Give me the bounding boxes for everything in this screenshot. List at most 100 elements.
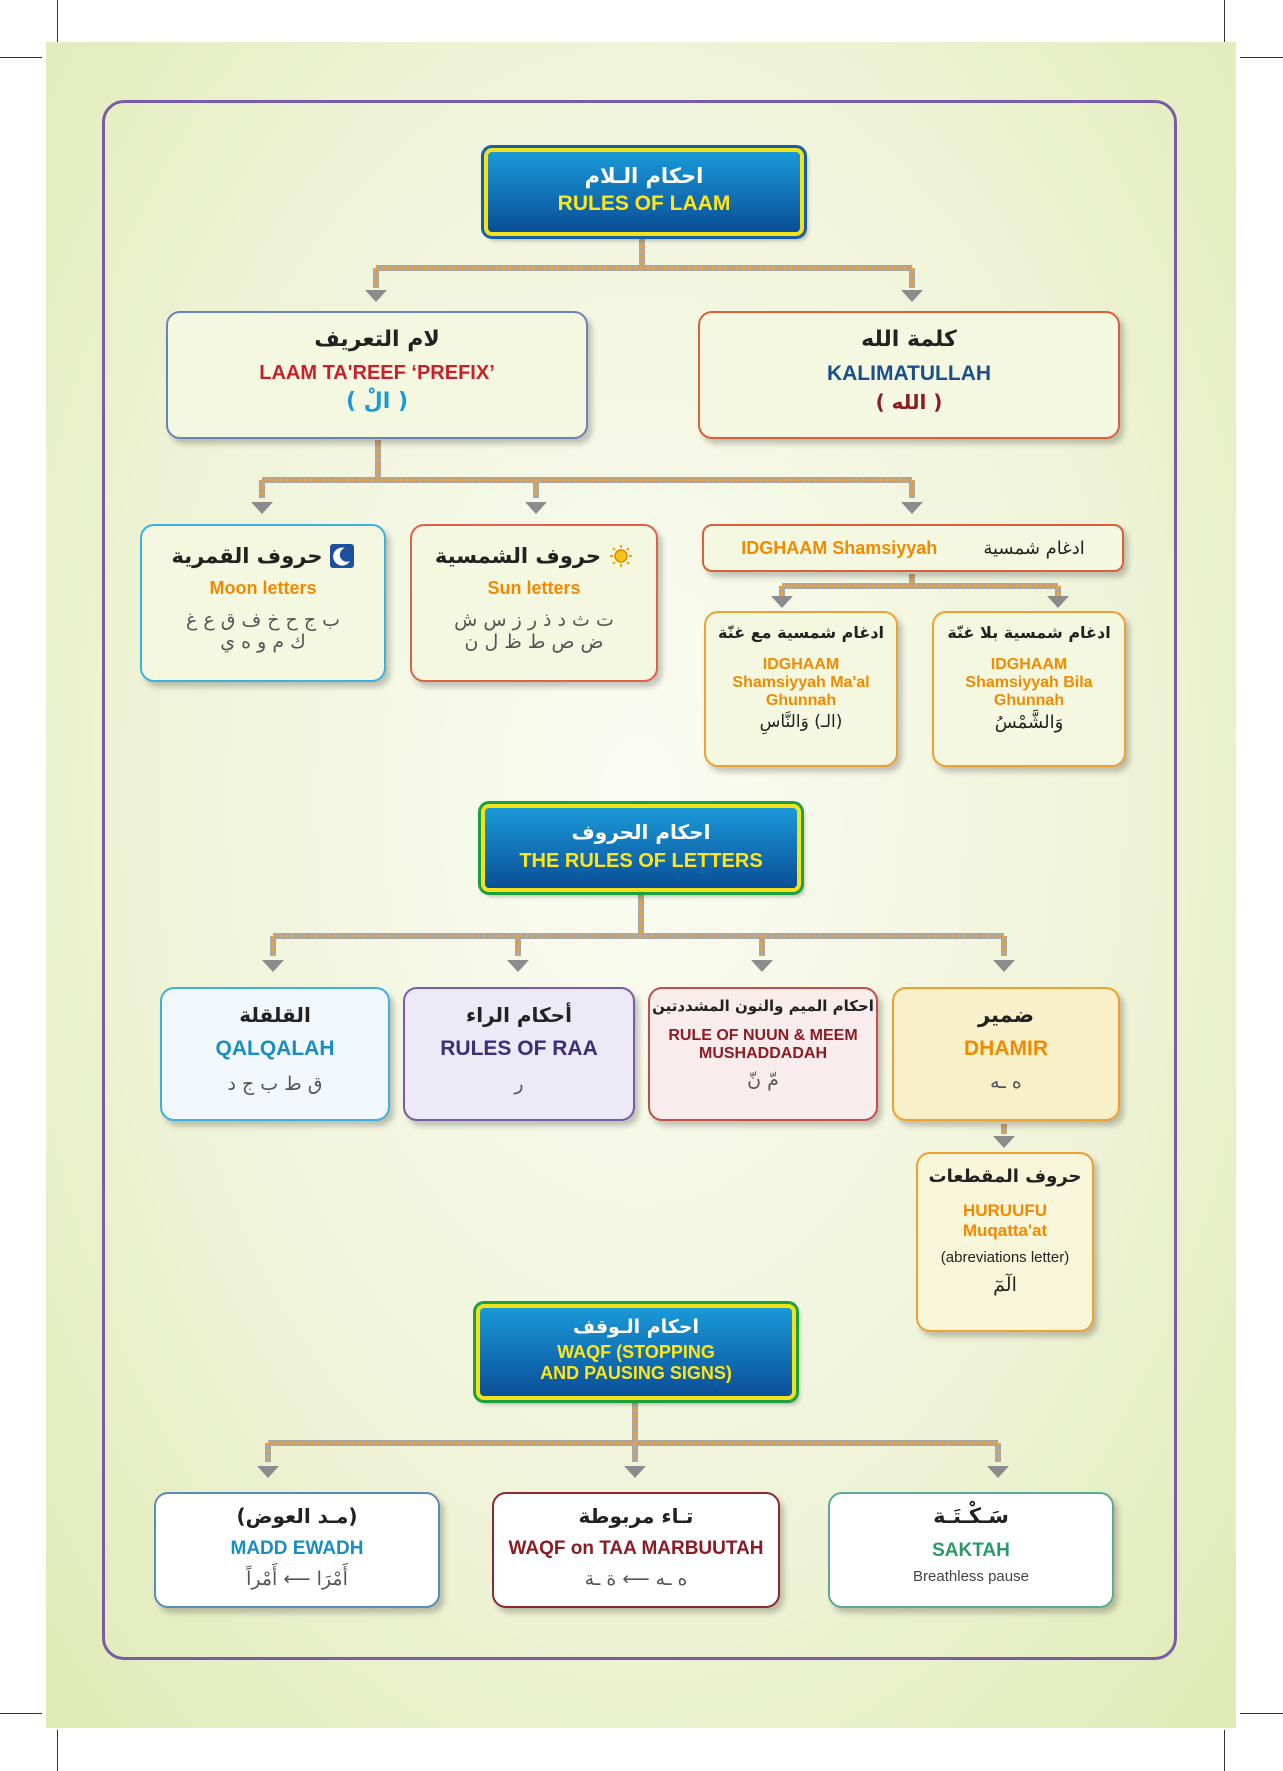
header-title-english: RULES OF LAAM [557,192,731,215]
header-title-english-line1: WAQF (STOPPING [557,1342,715,1362]
crop-mark [0,57,42,58]
node-madd-ewadh: (مـد العوض) MADD EWADH أَمْرَا ⟵ أَمْراً [154,1492,440,1608]
connector-arrow [771,596,793,608]
crop-mark [1240,57,1283,58]
node-title-english-line1: RULE OF NUUN & MEEM [668,1027,858,1044]
crop-mark [1240,1713,1283,1714]
node-title-english: QALQALAH [215,1037,335,1060]
connector-arrow [1047,596,1069,608]
node-title-arabic: أحكام الراء [466,1003,572,1027]
node-title-english-line2: Muqatta'at [962,1221,1048,1240]
node-example: ر [514,1073,524,1095]
node-title-arabic: القلقلة [239,1003,311,1027]
header-title-arabic: احكام الـلام [584,164,704,188]
connector-arrow [365,290,387,302]
connector-arrow [993,960,1015,972]
node-title-arabic: ادغام شمسية [983,537,1085,559]
header-title-english-line2: AND PAUSING SIGNS) [540,1363,732,1383]
node-title-arabic: ضمير [977,1003,1034,1027]
header-title-arabic: احكام الحروف [571,820,711,844]
node-title-english-line1: IDGHAAM [762,656,840,673]
node-example: ( الْ ) [345,389,409,414]
connector-arrow [901,502,923,514]
connector-arrow [624,1466,646,1478]
crop-mark [1224,0,1225,42]
node-title-arabic: حروف المقطعات [928,1166,1082,1187]
node-idghaam-shamsiyyah: IDGHAAM Shamsiyyah ادغام شمسية [702,524,1124,572]
node-example: (الـ) وَالنَّاسِ [759,712,843,732]
node-title-english-line1: IDGHAAM [990,656,1068,673]
node-title-english: Moon letters [209,578,317,598]
connector-arrow [525,502,547,514]
moon-icon [330,544,355,568]
node-title-english: IDGHAAM Shamsiyyah [741,537,938,558]
node-title-english-line1: HURUUFU [962,1201,1048,1220]
node-kalimatullah: كلمة الله KALIMATULLAH ( الله ) [698,311,1120,439]
node-title-english: Sun letters [487,578,581,598]
node-example-line2: ض ص ط ظ ل ن [464,631,604,653]
node-title-english: LAAM TA'REEF ‘PREFIX’ [259,362,495,384]
node-note: Breathless pause [913,1568,1029,1585]
node-qalqalah: القلقلة QALQALAH ق ط ب ج د [160,987,390,1121]
node-saktah: سَـكْـتَـة SAKTAH Breathless pause [828,1492,1114,1608]
node-title-english: WAQF on TAA MARBUUTAH [508,1538,764,1559]
connector-arrow [751,960,773,972]
connector-arrow [507,960,529,972]
node-idghaam-maal-ghunnah: ادغام شمسية مع غنّة IDGHAAM Shamsiyyah M… [704,611,898,767]
node-example: مّ نّ [747,1069,779,1091]
header-title-english: THE RULES OF LETTERS [519,850,763,872]
node-title-english-line2: MUSHADDADAH [699,1045,827,1062]
connector-arrow [262,960,284,972]
node-title-arabic: (مـد العوض) [236,1504,358,1528]
crop-mark [0,1713,42,1714]
node-title-arabic: حروف القمرية [171,544,323,568]
sun-icon [609,544,633,568]
node-laam-tareef: لام التعريف LAAM TA'REEF ‘PREFIX’ ( الْ … [166,311,588,439]
node-waqf-taa-marbuutah: تـاء مربوطة WAQF on TAA MARBUUTAH ه ـه ⟵… [492,1492,780,1608]
crop-mark [57,1730,58,1771]
node-example: أَمْرَا ⟵ أَمْراً [246,1568,348,1590]
node-title-arabic: حروف الشمسية [434,544,602,568]
node-rules-of-raa: أحكام الراء RULES OF RAA ر [403,987,635,1121]
node-title-english: KALIMATULLAH [826,362,992,385]
node-title-english: RULES OF RAA [440,1037,598,1060]
node-dhamir: ضمير DHAMIR ه ـه [892,987,1120,1121]
node-title-arabic: لام التعريف [314,327,440,352]
node-title-english-line2: Shamsiyyah Ma'al [732,674,870,691]
node-title-english: DHAMIR [964,1037,1048,1060]
connector-arrow [901,290,923,302]
node-example: ه ـه ⟵ ة ـة [584,1568,688,1590]
connector-arrow [993,1136,1015,1148]
node-idghaam-bila-ghunnah: ادغام شمسية بلا غنّة IDGHAAM Shamsiyyah … [932,611,1126,767]
node-example-line1: ب ج ح خ ف ق ع غ [185,609,341,631]
node-example-line2: ك م و ه ي [220,631,306,653]
node-title-arabic: كلمة الله [861,327,957,352]
header-rules-of-letters: احكام الحروف THE RULES OF LETTERS [478,801,804,895]
connector-arrow [257,1466,279,1478]
node-example: ه ـه [990,1071,1022,1093]
node-title-arabic: ادغام شمسية بلا غنّة [947,623,1111,642]
node-moon-letters: حروف القمرية Moon letters ب ج ح خ ف ق ع … [140,524,386,682]
node-sun-letters: حروف الشمسية Sun letters ت ث د ذ ر ز س ش… [410,524,658,682]
node-example: ق ط ب ج د [227,1073,323,1095]
node-example: الٓمٓ [993,1274,1017,1296]
node-title-english: MADD EWADH [230,1538,364,1559]
header-title-arabic: احكام الـوقف [572,1316,700,1338]
crop-mark [57,0,58,42]
header-waqf: احكام الـوقف WAQF (STOPPING AND PAUSING … [473,1301,799,1403]
content-frame [102,100,1177,1660]
node-example: ( الله ) [875,390,943,414]
crop-mark [1224,1730,1225,1771]
node-title-arabic: ادغام شمسية مع غنّة [717,623,885,642]
node-title-english-line2: Shamsiyyah Bila [965,674,1093,691]
node-note: (abreviations letter) [940,1249,1070,1266]
node-title-english-line3: Ghunnah [765,692,837,709]
node-example: وَالشَّمْسُ [994,712,1064,733]
node-nuun-meem-mushaddadah: احكام الميم والنون المشددتين RULE OF NUU… [648,987,878,1121]
node-title-arabic: سَـكْـتَـة [933,1504,1009,1528]
header-rules-of-laam: احكام الـلام RULES OF LAAM [481,145,807,239]
node-title-english-line3: Ghunnah [993,692,1065,709]
node-example-line1: ت ث د ذ ر ز س ش [454,609,614,631]
connector-arrow [987,1466,1009,1478]
